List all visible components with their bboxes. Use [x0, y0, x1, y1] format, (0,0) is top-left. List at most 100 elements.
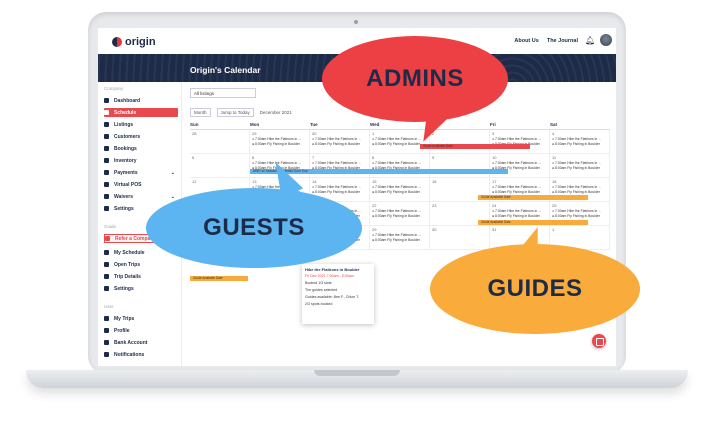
- sidebar-item-guide-settings[interactable]: Settings: [104, 284, 178, 293]
- sidebar-item-virtual-pos[interactable]: Virtual POS: [104, 180, 178, 189]
- calendar-day-cell[interactable]: 16: [430, 178, 490, 202]
- calendar-event[interactable]: 7:00am Hike the Flatirons in ...: [552, 185, 607, 190]
- calendar-day-cell[interactable]: 28: [190, 130, 250, 154]
- sidebar-item-profile[interactable]: Profile: [104, 326, 178, 335]
- event-popup[interactable]: Hike the Flatirons in Boulder Fri Dec 20…: [302, 264, 374, 324]
- calendar-event[interactable]: 7:00am Hike the Flatirons in ...: [372, 209, 427, 214]
- calendar-event[interactable]: 7:00am Hike the Flatirons in ...: [312, 137, 367, 142]
- sidebar-item-customers[interactable]: Customers: [104, 132, 178, 141]
- calendar-event[interactable]: 8:00am Fly Fishing in Boulder: [552, 142, 607, 147]
- calendar-bar-session[interactable]: ARB* w/ Session - Unlimited Sum Tour: [250, 169, 508, 174]
- sidebar-item-my-trips[interactable]: My Trips: [104, 314, 178, 323]
- calendar-day-cell[interactable]: 67:00am Hike the Flatirons in ...8:00am …: [250, 154, 310, 178]
- sidebar-item-my-schedule[interactable]: My Schedule: [104, 248, 178, 257]
- sidebar-item-bank-account[interactable]: Bank Account: [104, 338, 178, 347]
- calendar-event[interactable]: 8:00am Fly Fishing in Boulder: [492, 190, 547, 195]
- calendar-event[interactable]: 7:00am Hike the Flatirons in ...: [492, 209, 547, 214]
- calendar-day-cell[interactable]: 117:00am Hike the Flatirons in ...8:00am…: [550, 154, 610, 178]
- sidebar-item-label: Schedule: [114, 109, 137, 116]
- nav-about-link[interactable]: About Us: [514, 38, 539, 44]
- mountain-icon: [104, 262, 109, 267]
- calendar-day-cell[interactable]: 107:00am Hike the Flatirons in ...8:00am…: [490, 154, 550, 178]
- calendar-event[interactable]: 7:00am Hike the Flatirons in ...: [372, 161, 427, 166]
- jump-today-button[interactable]: Jump to Today: [216, 108, 254, 117]
- day-number: 10: [492, 155, 497, 160]
- day-header: Tue: [310, 122, 318, 127]
- calendar-event[interactable]: 8:00am Fly Fishing in Boulder: [492, 214, 547, 219]
- calendar-day-cell[interactable]: 187:00am Hike the Flatirons in ...8:00am…: [550, 178, 610, 202]
- calendar-event[interactable]: 8:00am Fly Fishing in Boulder: [372, 190, 427, 195]
- calendar-bar-admin[interactable]: Guide Available Date: [420, 144, 530, 149]
- logo[interactable]: origin: [112, 36, 156, 48]
- calendar-day-cell[interactable]: 157:00am Hike the Flatirons in ...8:00am…: [370, 178, 430, 202]
- sidebar-item-bookings[interactable]: Bookings: [104, 144, 178, 153]
- calendar-event[interactable]: 8:00am Fly Fishing in Boulder: [312, 190, 367, 195]
- calendar-event[interactable]: 8:00am Fly Fishing in Boulder: [372, 238, 427, 243]
- calendar-event[interactable]: 7:00am Hike the Flatirons in ...: [552, 137, 607, 142]
- calendar-event[interactable]: 7:00am Hike the Flatirons in ...: [552, 161, 607, 166]
- calendar-day-cell[interactable]: 297:00am Hike the Flatirons in ...8:00am…: [370, 226, 430, 250]
- calendar-event[interactable]: 7:00am Hike the Flatirons in ...: [492, 137, 547, 142]
- calendar-event[interactable]: 8:00am Fly Fishing in Boulder: [552, 166, 607, 171]
- calendar-day-cell[interactable]: 47:00am Hike the Flatirons in ...8:00am …: [550, 130, 610, 154]
- calendar-event[interactable]: 8:00am Fly Fishing in Boulder: [252, 166, 307, 171]
- calendar-event[interactable]: 8:00am Fly Fishing in Boulder: [252, 142, 307, 147]
- calendar-event[interactable]: 8:00am Fly Fishing in Boulder: [312, 142, 367, 147]
- sidebar-item-open-trips[interactable]: Open Trips: [104, 260, 178, 269]
- calendar-day-cell[interactable]: 77:00am Hike the Flatirons in ...8:00am …: [310, 154, 370, 178]
- listing-filter-select[interactable]: All listings: [190, 88, 256, 98]
- calendar-day-cell[interactable]: 37:00am Hike the Flatirons in ...8:00am …: [490, 130, 550, 154]
- calendar-day-cell[interactable]: 87:00am Hike the Flatirons in ...8:00am …: [370, 154, 430, 178]
- calendar-day-cell[interactable]: 307:00am Hike the Flatirons in ...8:00am…: [310, 130, 370, 154]
- sidebar-item-trip-details[interactable]: Trip Details: [104, 272, 178, 281]
- sidebar-item-listings[interactable]: Listings: [104, 120, 178, 129]
- sidebar-item-dashboard[interactable]: Dashboard: [104, 96, 178, 105]
- calendar-event[interactable]: 7:00am Hike the Flatirons in ...: [372, 137, 427, 142]
- calendar-day-cell[interactable]: 2: [430, 130, 490, 154]
- sidebar-item-inventory[interactable]: Inventory: [104, 156, 178, 165]
- calendar-event[interactable]: 7:00am Hike the Flatirons in ...: [312, 185, 367, 190]
- calendar-day-cell[interactable]: 247:00am Hike the Flatirons in ...8:00am…: [490, 202, 550, 226]
- calendar-event[interactable]: 8:00am Fly Fishing in Boulder: [372, 214, 427, 219]
- calendar-event[interactable]: 7:00am Hike the Flatirons in ...: [492, 161, 547, 166]
- calendar-event[interactable]: 7:00am Hike the Flatirons in ...: [372, 185, 427, 190]
- calendar-day-cell[interactable]: 9: [430, 154, 490, 178]
- calendar-event[interactable]: 7:00am Hike the Flatirons in ...: [252, 137, 307, 142]
- bell-icon[interactable]: 🔔︎: [585, 36, 596, 45]
- month-view-button[interactable]: Month: [190, 108, 211, 117]
- calendar-event[interactable]: 8:00am Fly Fishing in Boulder: [552, 214, 607, 219]
- calendar-day-cell[interactable]: 257:00am Hike the Flatirons in ...8:00am…: [550, 202, 610, 226]
- avatar[interactable]: [600, 34, 612, 46]
- gear-icon: [104, 206, 109, 211]
- calendar-bar-guide[interactable]: Guide Available Date: [478, 220, 588, 225]
- calendar-event[interactable]: 7:00am Hike the Flatirons in ...: [372, 233, 427, 238]
- calendar-day-cell[interactable]: 147:00am Hike the Flatirons in ...8:00am…: [310, 178, 370, 202]
- calendar-event[interactable]: 7:00am Hike the Flatirons in ...: [252, 185, 307, 190]
- calendar-day-cell[interactable]: 297:00am Hike the Flatirons in ...8:00am…: [250, 130, 310, 154]
- calendar-day-cell[interactable]: 5: [190, 154, 250, 178]
- calendar-bar-guide[interactable]: Guide Available Date: [478, 195, 588, 200]
- sidebar-item-schedule[interactable]: Schedule: [104, 108, 178, 117]
- calendar-event[interactable]: 7:00am Hike the Flatirons in ...: [252, 161, 307, 166]
- calendar-day-cell[interactable]: 23: [430, 202, 490, 226]
- calendar-event[interactable]: 7:00am Hike the Flatirons in ...: [492, 185, 547, 190]
- day-number: 2: [432, 131, 435, 136]
- calendar-event[interactable]: 8:00am Fly Fishing in Boulder: [372, 166, 427, 171]
- calendar-event[interactable]: 8:00am Fly Fishing in Boulder: [492, 166, 547, 171]
- calendar-event[interactable]: 8:00am Fly Fishing in Boulder: [372, 142, 427, 147]
- sidebar-item-payments[interactable]: Payments⌄: [104, 168, 178, 177]
- sidebar-item-waivers[interactable]: Waivers⌄: [104, 192, 178, 201]
- calendar-day-cell[interactable]: 227:00am Hike the Flatirons in ...8:00am…: [370, 202, 430, 226]
- calendar-bar-guide[interactable]: Guide Available Date: [190, 276, 248, 281]
- calendar-event[interactable]: 8:00am Fly Fishing in Boulder: [312, 166, 367, 171]
- nav-journal-link[interactable]: The Journal: [546, 38, 578, 44]
- calendar-event[interactable]: 7:00am Hike the Flatirons in ...: [312, 161, 367, 166]
- calendar-day-cell[interactable]: 17:00am Hike the Flatirons in ...8:00am …: [370, 130, 430, 154]
- sidebar-item-notifications[interactable]: Notifications: [104, 350, 178, 359]
- calendar-day-cell[interactable]: 30: [430, 226, 490, 250]
- day-number: 24: [492, 203, 497, 208]
- chat-fab-button[interactable]: [592, 334, 606, 348]
- calendar-event[interactable]: 7:00am Hike the Flatirons in ...: [552, 209, 607, 214]
- calendar-event[interactable]: 8:00am Fly Fishing in Boulder: [552, 190, 607, 195]
- calendar-day-cell[interactable]: 177:00am Hike the Flatirons in ...8:00am…: [490, 178, 550, 202]
